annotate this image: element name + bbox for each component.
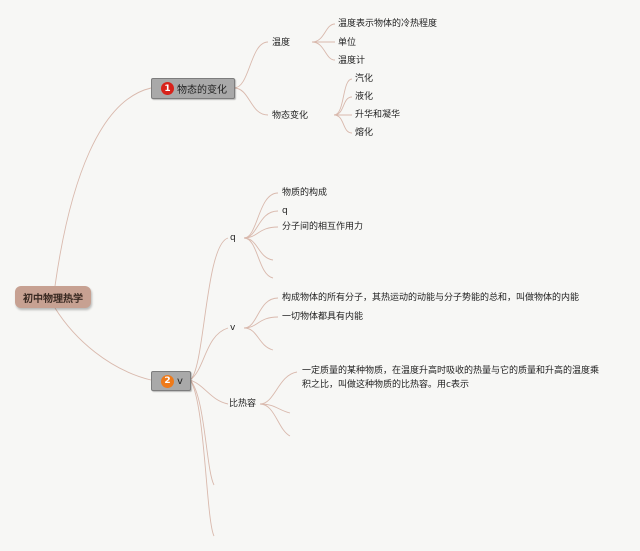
leaf-unit[interactable]: 单位 (338, 38, 357, 48)
branch-node-v[interactable]: 2 v (151, 371, 191, 391)
node-state-change[interactable]: 物态变化 (272, 111, 309, 121)
leaf-intermolecular-force[interactable]: 分子间的相互作用力 (282, 222, 364, 232)
node-q[interactable]: q (230, 233, 236, 243)
branch-label: 物态的变化 (177, 85, 227, 96)
leaf-sublimation[interactable]: 升华和凝华 (355, 110, 401, 120)
leaf-q[interactable]: q (282, 206, 288, 216)
leaf-internal-energy-definition[interactable]: 构成物体的所有分子，其热运动的动能与分子势能的总和，叫做物体的内能 (282, 293, 580, 303)
leaf-all-objects-have-internal-energy[interactable]: 一切物体都具有内能 (282, 312, 364, 322)
leaf-matter-structure[interactable]: 物质的构成 (282, 188, 328, 198)
leaf-specific-heat-definition[interactable]: 一定质量的某种物质，在温度升高时吸收的热量与它的质量和升高的温度乘积之比，叫做这… (302, 366, 600, 390)
number-badge-icon: 1 (161, 82, 174, 95)
root-label: 初中物理热学 (23, 293, 83, 305)
leaf-vaporization[interactable]: 汽化 (355, 74, 374, 84)
node-v[interactable]: v (230, 323, 236, 333)
node-specific-heat[interactable]: 比热容 (229, 399, 257, 409)
leaf-liquefaction[interactable]: 液化 (355, 92, 374, 102)
node-temperature[interactable]: 温度 (272, 38, 291, 48)
branch-label: v (177, 375, 183, 387)
branch-node-state-change[interactable]: 1 物态的变化 (151, 78, 235, 99)
number-badge-icon: 2 (161, 374, 174, 388)
leaf-thermometer[interactable]: 温度计 (338, 56, 366, 66)
root-node[interactable]: 初中物理热学 (15, 286, 91, 308)
leaf-temperature-definition[interactable]: 温度表示物体的冷热程度 (338, 19, 438, 29)
leaf-melting[interactable]: 熔化 (355, 128, 374, 138)
